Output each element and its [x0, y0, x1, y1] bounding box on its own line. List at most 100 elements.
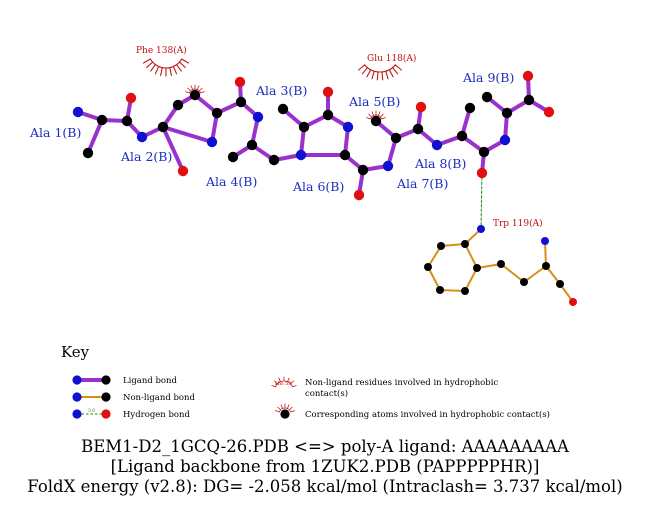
nitrogen-atom: [136, 131, 148, 143]
carbon-atom: [298, 121, 310, 133]
key-hbond-distance: 3.0: [88, 408, 95, 414]
nitrogen-atom: [541, 237, 549, 245]
key-hydrophobic-residues-label-2: contact(s): [305, 388, 348, 399]
hydrophobic-arc-spoke: [286, 404, 290, 409]
ligand-bond: [86, 118, 104, 155]
hydrophobic-arc-spoke: [169, 67, 172, 76]
carbon-atom: [277, 103, 289, 115]
hydrophobic-arc-spoke: [176, 64, 182, 72]
hydrophobic-arc-spoke: [146, 61, 154, 68]
residue-label-ala2: Ala 2(B): [120, 149, 172, 164]
hydrophobic-arc-spoke: [278, 377, 281, 383]
hydrophobic-arc-spoke: [181, 58, 190, 64]
residue-label-ala9: Ala 9(B): [462, 70, 514, 85]
hydrogen-bond-line: [480, 172, 483, 230]
hydrophobic-arc-spoke: [366, 117, 371, 120]
carbon-atom: [121, 115, 133, 127]
carbon-atom: [268, 154, 280, 166]
hydrophobic-arc-spoke: [271, 385, 276, 388]
carbon-atom: [370, 115, 382, 127]
hydrophobic-arc-spoke: [198, 87, 203, 92]
nonligand-bond: [427, 266, 441, 291]
nonligand-bond: [440, 243, 466, 247]
hydrophobic-arc-spoke: [185, 91, 190, 94]
hydrophobic-arc-spoke: [292, 385, 297, 388]
hydrophobic-arc-spoke: [274, 380, 278, 385]
residue-label-ala6: Ala 6(B): [292, 179, 344, 194]
key-hydrophobic-atom-arc: [275, 403, 295, 413]
key-hydrophobic-atoms: Corresponding atoms involved in hydropho…: [275, 403, 550, 420]
hydrophobic-atom-contact: [366, 110, 386, 120]
hydrophobic-arc-spoke: [371, 111, 375, 116]
key-hydrophobic-atom: [280, 409, 290, 419]
key-nonligand-bond-atom-c: [101, 392, 111, 402]
carbon-atom: [339, 149, 351, 161]
carbon-atom: [478, 146, 490, 158]
hydrophobic-arc-spoke: [196, 85, 200, 90]
hydrophobic-atom-contact: [185, 84, 205, 94]
oxygen-atom: [322, 86, 334, 98]
key-nonligand-bond-label: Non-ligand bond: [123, 393, 195, 403]
residue-label-ala1: Ala 1(B): [29, 125, 81, 140]
hydrophobic-arc-spoke: [160, 67, 163, 76]
carbon-atom: [520, 278, 528, 286]
hydrophobic-arc-spoke: [154, 65, 160, 75]
hydrophobic-arc-spoke: [277, 406, 282, 411]
carbon-atom: [82, 147, 94, 159]
hydrophobic-contact-glu118: [358, 64, 402, 81]
carbon-atom: [461, 287, 469, 295]
nitrogen-atom: [206, 136, 218, 148]
hydrophobic-arc-spoke: [290, 410, 295, 413]
hydrophobic-arc-spoke: [275, 410, 280, 413]
carbon-atom: [246, 139, 258, 151]
nitrogen-atom: [499, 134, 511, 146]
hydrophobic-arc-spoke: [388, 69, 394, 78]
carbon-atom: [390, 132, 402, 144]
hydrophobic-arc-spoke: [287, 377, 290, 383]
hydrophobic-arc-spoke: [190, 85, 194, 90]
oxygen-atom: [569, 298, 577, 306]
ligand-residue-labels: Ala 1(B) Ala 2(B) Ala 3(B) Ala 4(B) Ala …: [29, 70, 514, 194]
nonligand-bond: [500, 263, 525, 283]
oxygen-atom: [234, 76, 246, 88]
hydrophobic-arc-spoke: [290, 380, 294, 385]
hydrophobic-arc-curve: [364, 64, 396, 73]
nonligand-bonds: [427, 228, 574, 303]
nonligand-bond: [439, 289, 466, 292]
residue-label-trp119: Trp 119(A): [493, 218, 543, 229]
carbon-atom: [501, 107, 513, 119]
oxygen-atom: [353, 189, 365, 201]
carbon-atom: [456, 130, 468, 142]
ligand-bond: [161, 125, 214, 144]
nonligand-bond: [464, 243, 478, 269]
key-example-residue: His 53: [275, 381, 291, 387]
residue-label-glu118: Glu 118(A): [367, 53, 416, 64]
hydrophobic-arc-spoke: [377, 111, 381, 116]
nitrogen-atom: [252, 111, 264, 123]
hydrophobic-arc-spoke: [200, 91, 205, 94]
nonligand-bond: [427, 245, 442, 268]
nonligand-bond: [523, 265, 547, 283]
key-hydrophobic-residue-arc: [271, 376, 297, 388]
key-hbond-atom-o: [101, 409, 111, 419]
carbon-atom: [172, 99, 184, 111]
nitrogen-atom: [342, 121, 354, 133]
caption-line-3: FoldX energy (v2.8): DG= -2.058 kcal/mol…: [27, 477, 622, 496]
residue-label-phe138: Phe 138(A): [136, 45, 187, 56]
key-ligand-bond: Ligand bond: [72, 375, 178, 386]
nonligand-bond: [476, 263, 502, 269]
key-hbond-atom-n: [72, 409, 82, 419]
ligand-bonds: [76, 74, 551, 197]
hydrophobic-arc-spoke: [288, 406, 293, 411]
residue-label-ala7: Ala 7(B): [396, 176, 448, 191]
ligand-bond: [161, 125, 185, 173]
carbon-atom: [227, 151, 239, 163]
key-legend: Key Ligand bond Non-ligand bond 3.0 Hydr…: [61, 343, 550, 420]
carbon-atom: [461, 240, 469, 248]
carbon-atom: [235, 96, 247, 108]
carbon-atom: [157, 121, 169, 133]
carbon-atom: [437, 242, 445, 250]
nitrogen-atom: [72, 106, 84, 118]
nonligand-residue-labels: Phe 138(A) Glu 118(A) Trp 119(A): [136, 45, 543, 229]
key-nonligand-bond: Non-ligand bond: [72, 392, 195, 403]
